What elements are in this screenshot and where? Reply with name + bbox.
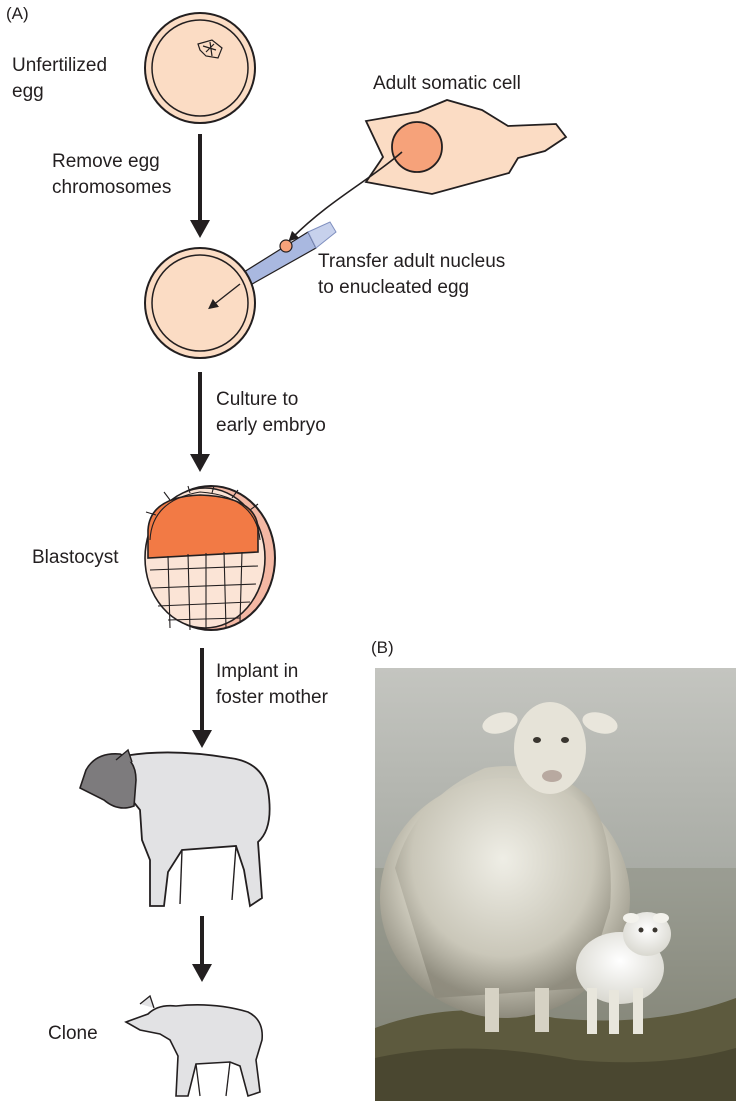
foster-mother-sheep [80,750,270,906]
dolly-photo [375,668,736,1101]
enucleated-egg [145,248,255,358]
arrow-implant [192,648,212,748]
arrow-culture [190,372,210,472]
adult-somatic-cell [366,100,566,194]
blastocyst [145,486,275,630]
transfer-path-arrow [292,152,402,238]
unfertilized-egg [145,13,255,123]
arrow-remove-chromosomes [190,134,210,238]
clone-lamb [126,996,262,1096]
arrow-clone [192,916,212,982]
